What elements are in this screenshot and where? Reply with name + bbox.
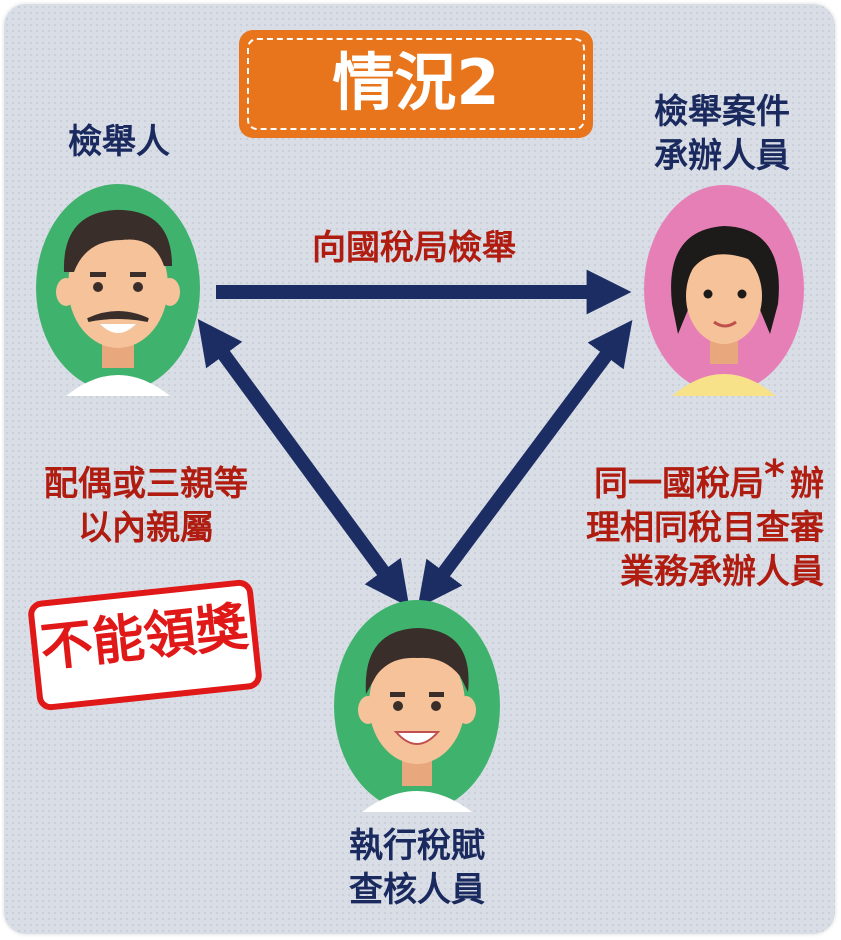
title-dashed-border — [247, 38, 585, 130]
same-office-label-rest: 辦 理相同稅目查審 業務承辦人員 — [586, 464, 824, 593]
arrow-relatives — [197, 318, 410, 608]
footnote-asterisk: * — [764, 452, 785, 498]
auditor-avatar — [334, 600, 500, 812]
no-reward-stamp: 不能領獎 — [26, 578, 264, 712]
informant-avatar — [36, 184, 200, 396]
case-officer-label: 檢舉案件 承辦人員 — [654, 92, 790, 177]
arrow-same-office — [417, 320, 633, 608]
no-reward-stamp-text: 不能領獎 — [37, 597, 251, 679]
report-relation-label: 向國稅局檢舉 — [312, 228, 516, 268]
diagram-title: 情況2 — [332, 46, 500, 119]
auditor-label: 執行稅賦 查核人員 — [349, 826, 485, 911]
informant-label: 檢舉人 — [68, 122, 170, 162]
relatives-relation-label: 配偶或三親等 以內親屬 — [44, 464, 248, 549]
case-officer-avatar — [644, 185, 804, 396]
diagram-graphics — [36, 184, 804, 812]
diagram-card: 情況2 — [4, 4, 835, 934]
title-badge: 情況2 — [239, 30, 593, 138]
same-office-label-start: 同一國稅局 — [594, 464, 764, 504]
